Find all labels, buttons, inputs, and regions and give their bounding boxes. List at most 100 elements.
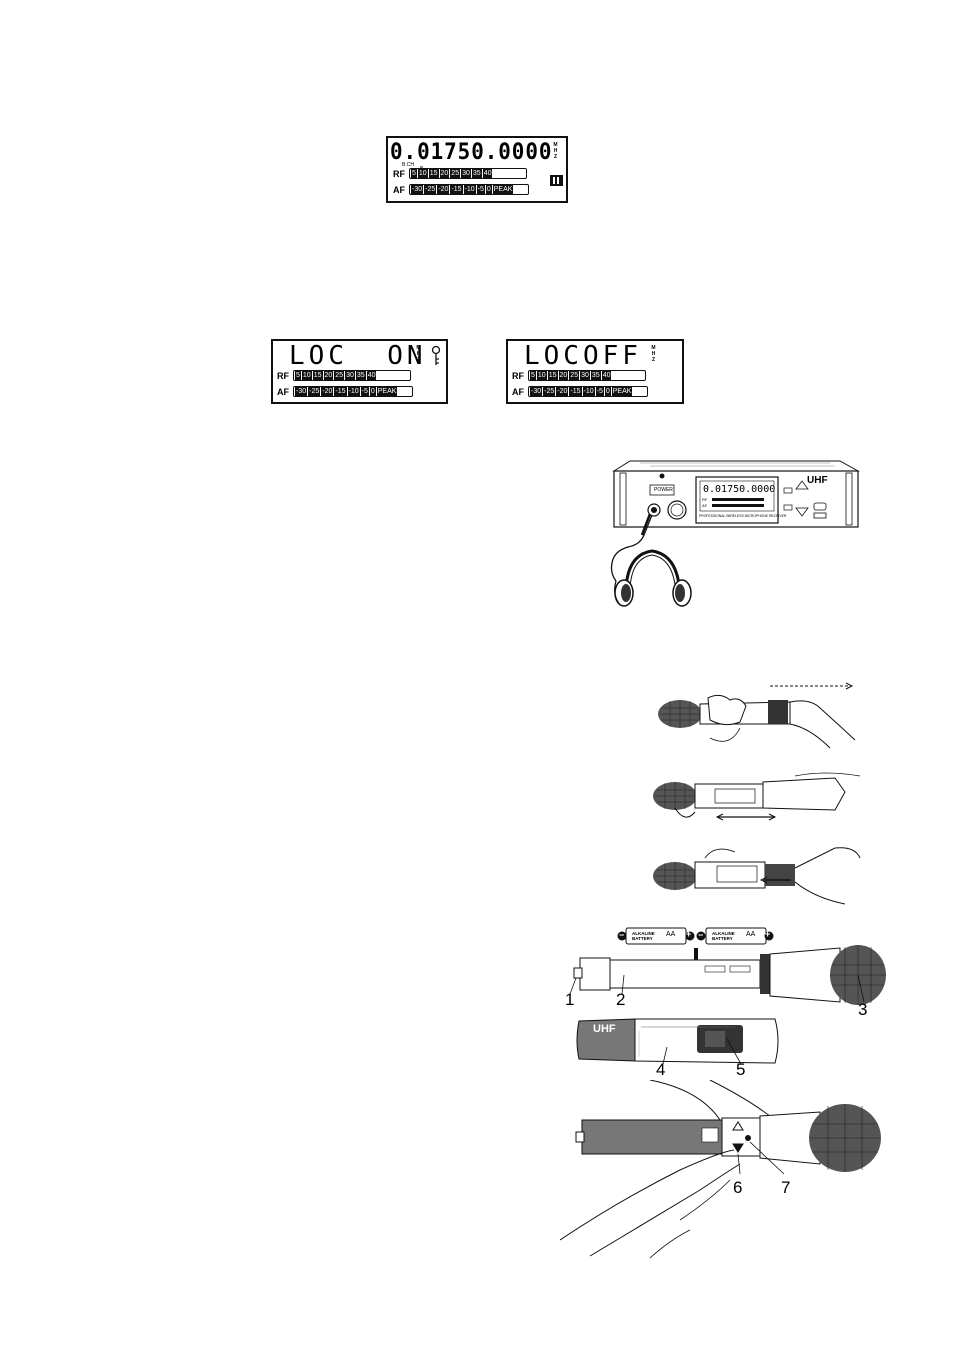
rf-meter-cell: 30 (580, 371, 590, 380)
rf-meter-cell: 10 (301, 371, 312, 380)
rf-meter-cell: 35 (471, 169, 482, 178)
battery-2-size: AA (746, 931, 756, 938)
af-meter-cell: -25 (543, 387, 556, 396)
unit-h: H (651, 351, 656, 357)
step-remove-battery (645, 838, 865, 910)
rf-meter-cell: 35 (590, 371, 601, 380)
receiver-brand: UHF (807, 475, 828, 486)
af-meter-cell: -15 (569, 387, 582, 396)
af-meter-cell: -30 (295, 387, 308, 396)
receiver-display-freq: 0.01750.0000 (703, 484, 776, 495)
af-meter-cell: PEAK (611, 387, 633, 396)
lock-on-text: LOC ON (289, 341, 427, 371)
rf-meter-cell: 15 (428, 169, 439, 178)
af-meter-cell: -25 (308, 387, 321, 396)
unit-m: M (553, 142, 558, 148)
rf-meter-cell: 35 (355, 371, 366, 380)
af-meter-cell: -20 (321, 387, 334, 396)
frequency-readout: 0.01750.0000 (390, 140, 553, 165)
af-meter-cell: -10 (582, 387, 595, 396)
af-label: AF (512, 387, 524, 397)
af-meter-cell: -15 (450, 185, 463, 194)
rf-meter-cell: 20 (439, 169, 450, 178)
rf-meter-cell: 25 (450, 169, 461, 178)
af-meter-cell: 0 (604, 387, 611, 396)
rf-label: RF (277, 371, 289, 381)
unit-z: Z (651, 357, 656, 363)
rf-meter-cell: 25 (334, 371, 345, 380)
af-meter-cell: PEAK (376, 387, 398, 396)
callout-5: 5 (736, 1060, 746, 1079)
rf-label: RF (512, 371, 524, 381)
callout-1: 1 (565, 990, 575, 1009)
rf-meter-cell: 10 (417, 169, 428, 178)
unit-z: Z (553, 154, 558, 160)
callout-3: 3 (858, 1000, 868, 1019)
callout-4: 4 (656, 1060, 666, 1079)
receiver-af: AF (702, 503, 708, 508)
rf-meter-cell: 5 (530, 371, 536, 380)
rf-meter-cell: 30 (345, 371, 355, 380)
af-meter-cell: -15 (334, 387, 347, 396)
receiver-rf: RF (702, 497, 708, 502)
af-meter-cell: -5 (476, 185, 485, 194)
rf-meter-cell: 5 (411, 169, 417, 178)
step-slide-cover (645, 762, 865, 830)
minus-terminal-1: − (619, 930, 625, 940)
af-meter-cell: -5 (360, 387, 369, 396)
unit-h: H (416, 351, 421, 357)
callout-7: 7 (781, 1178, 791, 1197)
battery-icon (550, 175, 563, 186)
af-label: AF (277, 387, 289, 397)
callout-2: 2 (616, 990, 626, 1009)
af-meter-cell: -20 (437, 185, 450, 194)
rf-meter-cell: 40 (601, 371, 612, 380)
rf-meter-cell: 15 (312, 371, 323, 380)
bch-label: B.CH (402, 162, 414, 168)
receiver-caption: PROFESSIONAL WIRELESS MICROPHONE RECEIVE… (699, 514, 787, 518)
af-meter-cell: -30 (530, 387, 543, 396)
rf-meter-cell: 40 (366, 371, 377, 380)
plus-terminal-1: + (686, 929, 692, 939)
af-meter-cell: 0 (485, 185, 492, 194)
rf-meter-cell: 20 (558, 371, 569, 380)
mic-battery-diagram: ALKALINE BATTERY AA ALKALINE BATTERY AA … (560, 920, 890, 1020)
af-meter-cell: 0 (369, 387, 376, 396)
rf-meter-cell: 30 (461, 169, 471, 178)
af-meter-cell: -20 (556, 387, 569, 396)
battery-2-label: ALKALINE BATTERY (712, 931, 735, 941)
rf-meter-cell: 25 (569, 371, 580, 380)
af-meter-cell: -10 (463, 185, 476, 194)
unit-z: Z (416, 357, 421, 363)
af-meter-cell: -30 (411, 185, 424, 194)
af-label: AF (393, 185, 405, 195)
rf-meter-cell: 20 (323, 371, 334, 380)
rf-label: RF (393, 169, 405, 179)
receiver-illustration: POWER UHF 0.01750.0000 RF AF PROFESSIONA… (600, 455, 865, 625)
unit-m: M (416, 345, 421, 351)
transmitter-brand: UHF (593, 1023, 616, 1035)
callout-6: 6 (733, 1178, 743, 1197)
af-meter-cell: -10 (347, 387, 360, 396)
battery-1-size: AA (666, 931, 676, 938)
rf-meter-cell: 15 (547, 371, 558, 380)
unit-m: M (651, 345, 656, 351)
mic-in-hand (559, 1079, 890, 1260)
rf-meter-cell: 10 (536, 371, 547, 380)
key-icon (431, 345, 441, 365)
lock-off-text: LOCOFF (524, 341, 642, 371)
step-open-cover (650, 678, 865, 756)
transmitter-cover: UHF (575, 1017, 785, 1065)
af-meter-cell: -25 (424, 185, 437, 194)
rf-meter-cell: 40 (482, 169, 493, 178)
plus-terminal-2: + (765, 929, 771, 939)
rf-meter-cell: 5 (295, 371, 301, 380)
